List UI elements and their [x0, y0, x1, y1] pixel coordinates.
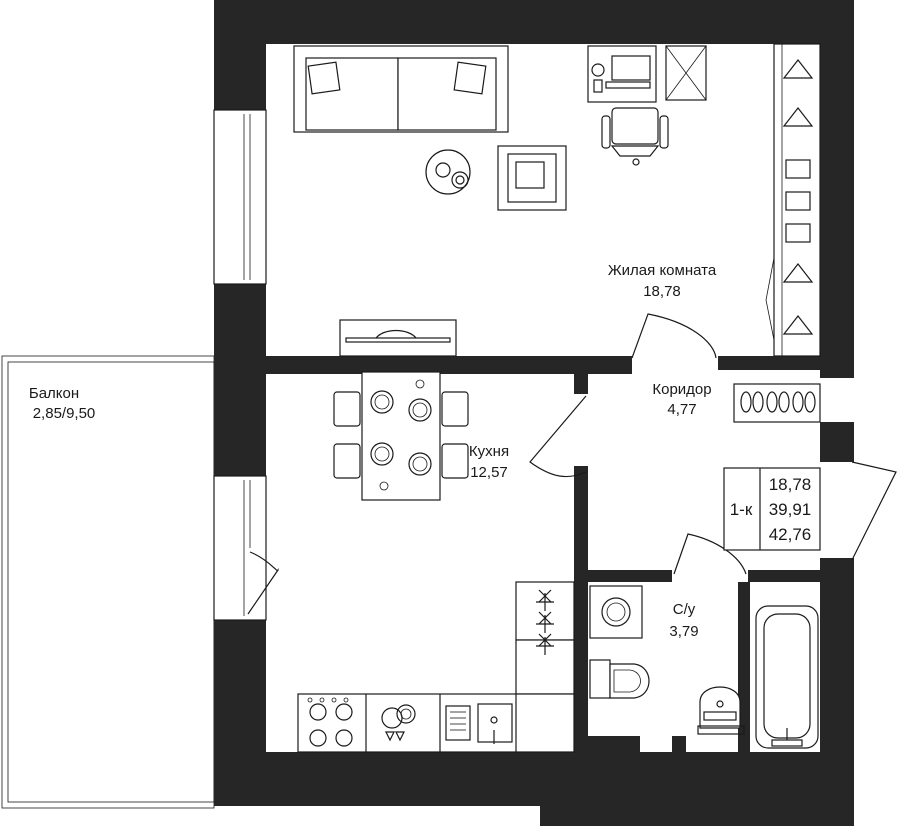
- total-with-balcony-value: 42,76: [769, 525, 812, 544]
- room-area-living: 18,78: [643, 283, 681, 300]
- desk: [587, 45, 707, 103]
- shoe-rack: [733, 383, 821, 423]
- balcony: [1, 355, 215, 809]
- armchair: [497, 145, 567, 211]
- room-name-balcony: Балкон: [29, 385, 79, 402]
- washing-machine: [589, 585, 643, 639]
- living-area-value: 18,78: [769, 475, 812, 494]
- room-name-living: Жилая комната: [608, 262, 717, 279]
- window-kitchen: [213, 475, 279, 621]
- room-area-bathroom: 3,79: [669, 623, 698, 640]
- toilet: [589, 659, 650, 699]
- wardrobe: [765, 43, 821, 357]
- room-area-balcony: 2,85/9,50: [33, 405, 96, 422]
- apartment-type: 1-к: [730, 500, 753, 519]
- kitchen-counter: [297, 581, 575, 753]
- dishes-icon: [381, 704, 416, 742]
- sink-icon: [445, 703, 513, 744]
- washbasin: [697, 686, 745, 735]
- room-name-bathroom: С/у: [673, 601, 696, 618]
- office-chair: [601, 107, 669, 166]
- fridge-icon: [536, 589, 554, 655]
- walls: [214, 0, 854, 826]
- sofa: [293, 45, 509, 133]
- doors: [529, 313, 897, 575]
- room-name-corridor: Коридор: [652, 381, 711, 398]
- bathtub: [755, 605, 819, 749]
- coffee-table: [425, 149, 471, 195]
- room-area-corridor: 4,77: [667, 401, 696, 418]
- room-name-kitchen: Кухня: [469, 443, 509, 460]
- hob-icon: [307, 697, 353, 747]
- dining-table: [333, 371, 469, 501]
- tv-stand: [339, 319, 457, 357]
- window-living: [213, 109, 267, 285]
- area-summary: 1-к 18,78 39,91 42,76: [723, 467, 821, 551]
- room-area-kitchen: 12,57: [470, 464, 508, 481]
- total-area-value: 39,91: [769, 500, 812, 519]
